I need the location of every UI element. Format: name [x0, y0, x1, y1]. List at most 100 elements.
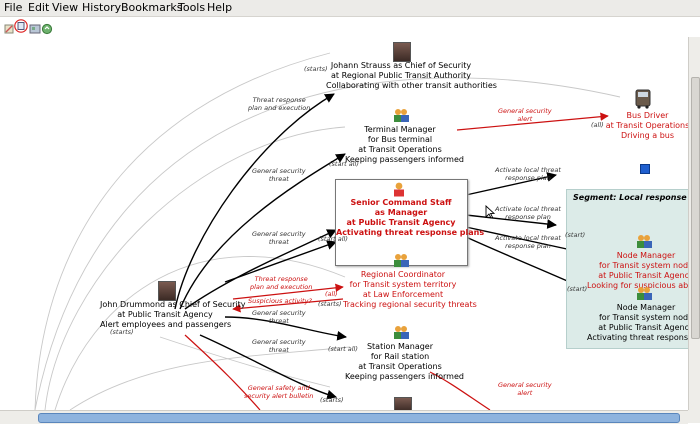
segment-box[interactable]: Segment: Local response plan ac Node Man… [566, 189, 688, 349]
edge-label-starts: (starts) [320, 396, 344, 404]
edge-label-text: General security [252, 167, 306, 175]
node-text: Collaborating with other transit authori… [326, 81, 497, 90]
refresh-icon[interactable] [41, 20, 53, 35]
node-text: at Public Transit Agency [598, 323, 688, 332]
node-text: Alert employees and passengers [100, 320, 232, 329]
edge-label-text: General safety and [247, 384, 310, 392]
edge-label-starts: (starts) [110, 328, 134, 336]
edge-label-general-threat: General security threat [252, 338, 306, 354]
edge-label-starts: (starts) [304, 65, 328, 73]
edge-label-safety-bulletin: General safety and security alert bullet… [244, 384, 313, 400]
node-text: for Transit system node [598, 313, 688, 322]
node-text: for Transit system territory [349, 280, 457, 289]
edge-label-starts: (starts) [318, 300, 342, 308]
edge-label-general-threat: General security threat [252, 230, 306, 246]
node-text: Johann Strauss as Chief of Security [330, 61, 472, 70]
segment-title: Segment: Local response plan ac [573, 193, 688, 202]
node-text: at Transit Operations [358, 145, 442, 154]
node-text: at Public Transit Agency [598, 271, 688, 280]
menu-tools[interactable]: Tools [178, 1, 206, 14]
edge-label-activate-local: Activate local threat response plan [495, 166, 561, 182]
edge-label-text: threat [268, 175, 289, 183]
edge-label-start-all: (start all) [329, 160, 359, 168]
edge-label-text: General security [252, 309, 306, 317]
horizontal-scroll-thumb[interactable] [38, 413, 680, 423]
vertical-scroll-thumb[interactable] [691, 77, 700, 339]
edge-label-text: Activate local threat [495, 205, 561, 213]
edge-label-threat-plan-red: Threat response plan and execution [250, 275, 312, 291]
edge-label-text: alert [517, 115, 533, 123]
edge-label-activate-local: Activate local threat response plan [495, 205, 561, 221]
edge-label-text: plan and execution [250, 283, 313, 291]
edge-label-start-all: (start all) [318, 235, 348, 243]
photo-icon [394, 397, 412, 410]
edge-label-activate-local: Activate local threat response plan [495, 234, 561, 250]
vertical-scrollbar[interactable] [688, 37, 700, 410]
node-text: John Drummond as Chief of Security [100, 300, 246, 309]
edit-icon[interactable] [3, 20, 15, 34]
menu-view[interactable]: View [52, 1, 79, 14]
node-station-manager[interactable]: Station Manager for Rail station at Tran… [345, 342, 464, 382]
people-icon [637, 287, 652, 300]
node-text: at Transit Operations [605, 121, 688, 130]
node-regional-coordinator[interactable]: Regional Coordinator for Transit system … [343, 270, 477, 310]
node-strauss[interactable]: Johann Strauss as Chief of Security at R… [326, 61, 497, 91]
menu-bookmarks[interactable]: Bookmarks [121, 1, 183, 14]
edge-label-text: General security [252, 338, 306, 346]
menu-help[interactable]: Help [207, 1, 233, 14]
node-text: Keeping passengers informed [345, 155, 464, 164]
people-icon [394, 254, 409, 267]
menu-file[interactable]: File [4, 1, 23, 14]
horizontal-scrollbar[interactable] [0, 410, 688, 424]
mouse-cursor-icon [485, 205, 495, 219]
edge-label-text: threat [268, 238, 289, 246]
edge-label-start: (start) [565, 231, 586, 239]
edge-label-general-alert: General security alert [498, 381, 552, 397]
edges-layer [34, 52, 621, 410]
node-text: as Manager [374, 208, 428, 217]
photo-icon [158, 281, 176, 301]
image-icon[interactable] [29, 20, 41, 34]
diagram-canvas[interactable]: Johann Strauss as Chief of Security at R… [0, 37, 688, 410]
edge-label-suspicious: Suspicious activity? [248, 297, 312, 305]
node-text: at Public Transit Agency [117, 310, 213, 319]
node-drummond[interactable]: John Drummond as Chief of Security at Pu… [100, 300, 246, 330]
node-text: at Transit Operations [358, 362, 442, 371]
edge-label-general-threat: General security threat [252, 167, 306, 183]
menu-history[interactable]: History [82, 1, 122, 14]
node-text: for Rail station [370, 352, 430, 361]
node-text: at Public Transit Agency [346, 218, 456, 227]
node-text: Station Manager [366, 342, 434, 351]
people-icon [394, 326, 409, 339]
document-view-icon[interactable] [14, 19, 28, 33]
node-text: Tracking regional security threats [343, 300, 477, 309]
node-senior-command-staff[interactable]: Senior Command Staff as Manager at Publi… [336, 198, 484, 238]
node-text: Driving a bus [620, 131, 675, 140]
node-text: for Transit system node [598, 261, 688, 270]
edge-label-text: General security [498, 107, 552, 115]
bus-icon [635, 89, 651, 109]
node-text: Node Manager [616, 251, 676, 260]
menu-edit[interactable]: Edit [28, 1, 50, 14]
node-text: Bus Driver [626, 111, 669, 120]
edge-label-text: response plan [505, 213, 551, 221]
node-text: Keeping passengers informed [345, 372, 464, 381]
node-text: Node Manager [616, 303, 676, 312]
edge-label-text: security alert bulletin [244, 392, 314, 400]
node-node-manager-1[interactable]: Node Manager for Transit system node at … [587, 251, 688, 291]
edge-label-threat-plan: Threat response plan and execution [248, 96, 310, 112]
node-node-manager-2[interactable]: Node Manager for Transit system node at … [587, 303, 688, 343]
edge-label-text: Activate local threat [495, 166, 561, 174]
node-text: Activating threat response pla [587, 333, 688, 342]
blue-square-icon[interactable] [640, 164, 650, 174]
node-text: Terminal Manager [364, 125, 436, 134]
node-text: at Regional Public Transit Authority [331, 71, 471, 80]
toolbar [0, 17, 700, 37]
edge-label-all: (all) [325, 290, 338, 298]
edge-label-general-alert: General security alert [498, 107, 552, 123]
node-terminal-manager[interactable]: Terminal Manager for Bus terminal at Tra… [345, 125, 464, 165]
edge-label-text: alert [517, 389, 533, 397]
edge-label-text: threat [268, 317, 289, 325]
node-bus-driver[interactable]: Bus Driver at Transit Operations Driving… [605, 111, 688, 141]
node-text: at Law Enforcement [362, 290, 444, 299]
